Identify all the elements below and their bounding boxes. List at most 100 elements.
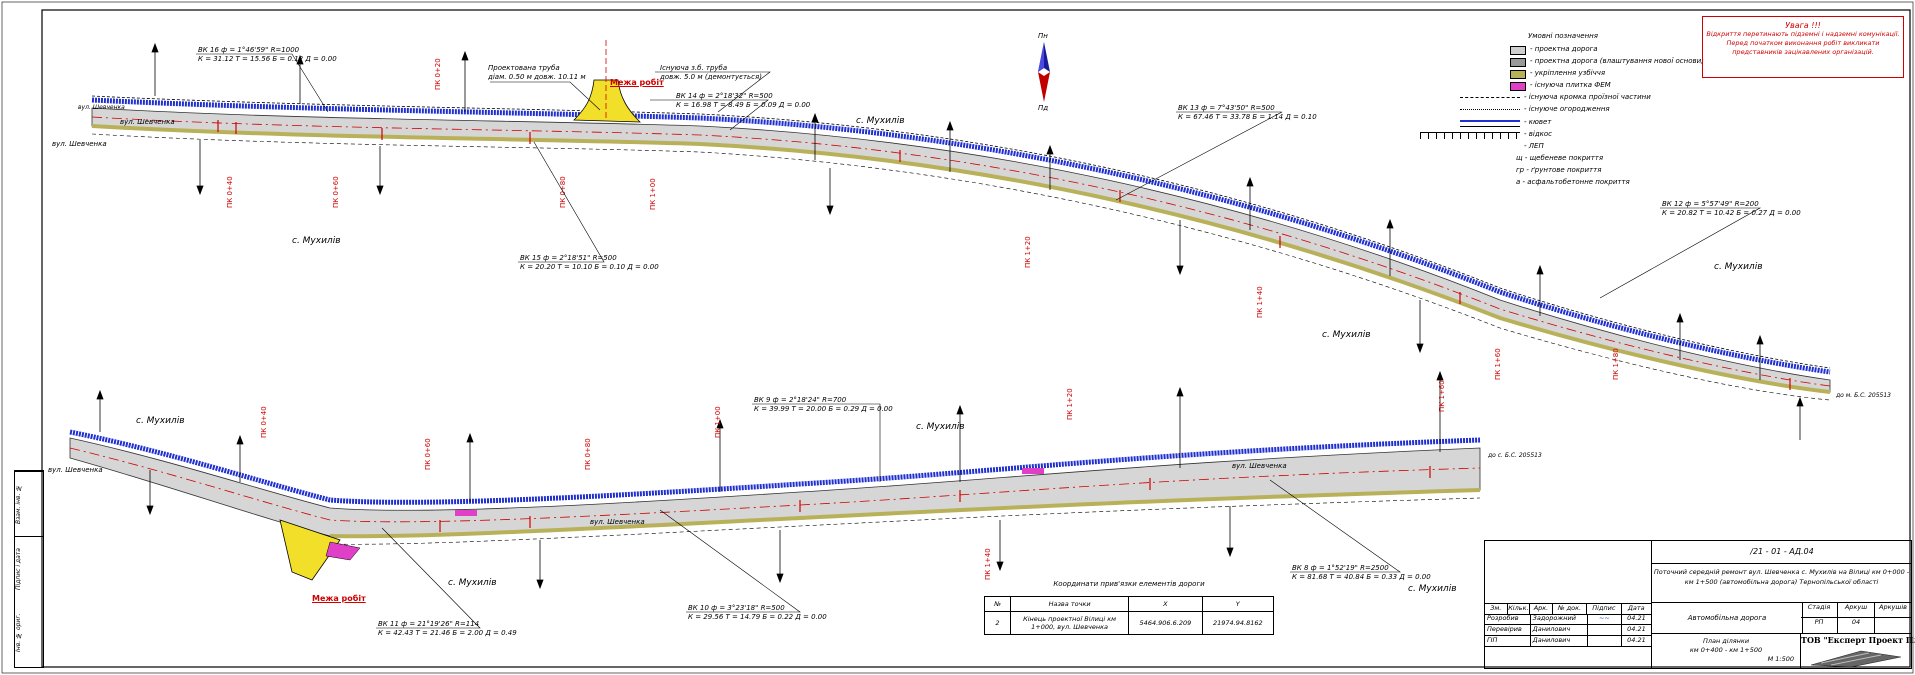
callout-vk16-title: ВК 16 ф = 1°46'59" R=1000 [198,46,300,54]
column-header: Назва точки [1009,596,1130,612]
sheets-header: Аркушів [1875,603,1911,618]
street-label: вул. Шевченка [52,140,107,148]
callout-vk12: ВК 12 ф = 5°57'49" R=200 К = 20.82 Т = 1… [1662,200,1801,218]
street-label: вул. Шевченка [120,118,175,126]
legend-swatch-shoulder [1510,70,1526,79]
col-header: Підпис [1587,604,1622,614]
callout-vk12-title: ВК 12 ф = 5°57'49" R=200 [1662,200,1759,208]
bottom-fence-upper [69,429,1481,505]
callout-vk16: ВК 16 ф = 1°46'59" R=1000 К = 31.12 Т = … [198,46,337,64]
stage-header: Стадія [1801,603,1838,618]
legend-line-ditch [1460,120,1520,127]
legend-title: Умовні позначення [1528,32,1598,40]
top-fence-line [91,95,1831,369]
legend-item: щ - щебеневе покриття [1516,154,1604,162]
south-label: Пд [1038,104,1049,112]
signature-mark: ~~ [1588,614,1622,624]
table-row: 2 Кінець проектної Вілиці км 1+000, вул.… [984,611,1275,635]
col-header: Дата [1627,604,1645,612]
svg-text:ПК 1+20: ПК 1+20 [1066,388,1074,420]
signature-mark [1588,636,1622,646]
table-cell: 21974.94.8162 [1201,611,1275,635]
sign-date: 04.21 [1627,625,1646,633]
person-name: Данилович [1531,625,1588,635]
callout-vk8-params: К = 81.68 Т = 40.84 Б = 0.33 Д = 0.00 [1292,573,1431,581]
sheet-header: Аркуш [1838,603,1875,618]
edge-label-top-right: до м. Б.С. 205513 [1836,392,1891,399]
callout-vk15: ВК 15 ф = 2°18'51" R=500 К = 20.20 Т = 1… [520,254,659,272]
legend-line-edge [1460,97,1520,98]
legend-line-fence [1460,109,1520,110]
col-header: Кільк. [1508,604,1531,614]
place-label: с. Мухилів [292,236,341,246]
sheet-title-line: км 0+400 - км 1+500 [1689,646,1763,654]
sheet-title: План ділянки км 0+400 - км 1+500 М 1:500 [1651,633,1801,668]
callout-vk9-params: К = 39.99 Т = 20.00 Б = 0.29 Д = 0.00 [754,405,893,413]
coordinates-caption: Координати прив'язки елементів дороги [1053,580,1205,588]
legend-item: - укріплення узбіччя [1530,69,1606,77]
svg-text:ПК 1+60: ПК 1+60 [1494,348,1502,380]
sig-row: Розробив Задорожний ~~ 04.21 [1485,614,1651,625]
sig-col-headers: Зм. Кільк. Арк. № док. Підпис Дата [1485,603,1651,615]
coordinates-grid: № Назва точки X Y 2 Кінець проектної Віл… [984,596,1275,635]
warning-line: Відкриття перетинають підземні і надземн… [1706,30,1900,38]
company-logo-icon [1810,650,1902,667]
bottom-road-axis [69,447,1481,523]
svg-text:ПК 0+60: ПК 0+60 [332,176,340,208]
callout-vk13-params: К = 67.46 Т = 33.78 Б = 1.14 Д = 0.10 [1178,113,1317,121]
company-block: ТОВ "Експерт Проект Плюс" [1801,633,1915,668]
callout-pipe-existing-params: довж. 5.0 м (демонтується) [660,73,762,81]
callout-vk15-params: К = 20.20 Т = 10.10 Б = 0.10 Д = 0.00 [520,263,659,271]
legend-item: - проектна дорога (влаштування нової осн… [1530,57,1704,65]
table-row: № Назва точки X Y [984,596,1275,612]
street-label: вул. Шевченка [1232,462,1287,470]
object-name: Автомобільна дорога [1651,603,1803,634]
svg-text:ПК 1+20: ПК 1+20 [1024,236,1032,268]
callout-vk11: ВК 11 ф = 21°19'26" R=114 К = 42.43 Т = … [378,620,517,638]
col-header: Зм. [1485,604,1508,614]
legend-item: - існуюча кромка проїзної частини [1524,93,1651,101]
place-label: с. Мухилів [1322,330,1371,340]
legend-item: - кювет [1524,118,1552,126]
person-name: Данилович [1531,636,1588,646]
callout-vk16-params: К = 31.12 Т = 15.56 Б = 0.12 Д = 0.00 [198,55,337,63]
callout-vk10-params: К = 29.56 Т = 14.79 Б = 0.22 Д = 0.00 [688,613,827,621]
legend-line-slope [1420,132,1520,139]
edge-label-bottom-right: до с. Б.С. 205513 [1488,452,1542,459]
role-label: Перевірив [1485,625,1531,635]
warning-line: представників зацікавлених організацій. [1732,48,1874,56]
north-label: Пн [1038,32,1048,40]
svg-text:ПК 0+60: ПК 0+60 [424,438,432,470]
legend-item: - існуюче огородження [1524,105,1610,113]
column-header: № [984,596,1011,612]
bottom-fem-patch-2 [455,510,477,516]
person-name: Задорожний [1531,614,1588,624]
role-label: ГІП [1485,636,1531,646]
legend-item: а - асфальтобетонне покриття [1516,178,1630,186]
top-road-lower-edge [91,133,1831,401]
warning-title: Увага !!! [1785,21,1821,30]
title-block: /21 - 01 - АД.04 Поточний середній ремон… [1484,540,1915,669]
legend-item: гр - ґрунтове покриття [1516,166,1602,174]
callout-vk14: ВК 14 ф = 2°18'32" R=500 К = 16.98 Т = 8… [676,92,810,110]
warning-note: Увага !!! Відкриття перетинають підземні… [1702,16,1904,78]
top-fence-upper [91,97,1831,375]
svg-text:ПК 1+40: ПК 1+40 [984,548,992,580]
table-cell: 2 [984,611,1011,635]
signature-mark [1588,625,1622,635]
sign-date: 04.21 [1627,614,1646,622]
callout-pipe-existing: Існуюча з.б. труба довж. 5.0 м (демонтує… [660,64,762,82]
bottom-road [69,429,1481,581]
svg-text:ПК 0+20: ПК 0+20 [434,58,442,90]
warning-line: Перед початком виконання робіт викликати [1726,39,1880,47]
col-header: Арк. [1530,604,1553,614]
place-label: с. Мухилів [136,416,185,426]
bottom-junction [279,519,341,581]
street-label: вул. Шевченка [48,466,103,474]
sig-row: Перевірив Данилович 04.21 [1485,625,1651,636]
top-junction [573,79,641,123]
callout-vk10-title: ВК 10 ф = 3°23'18" R=500 [688,604,785,612]
bottom-fem-patch-3 [1022,468,1044,474]
svg-text:ПК 0+40: ПК 0+40 [226,176,234,208]
